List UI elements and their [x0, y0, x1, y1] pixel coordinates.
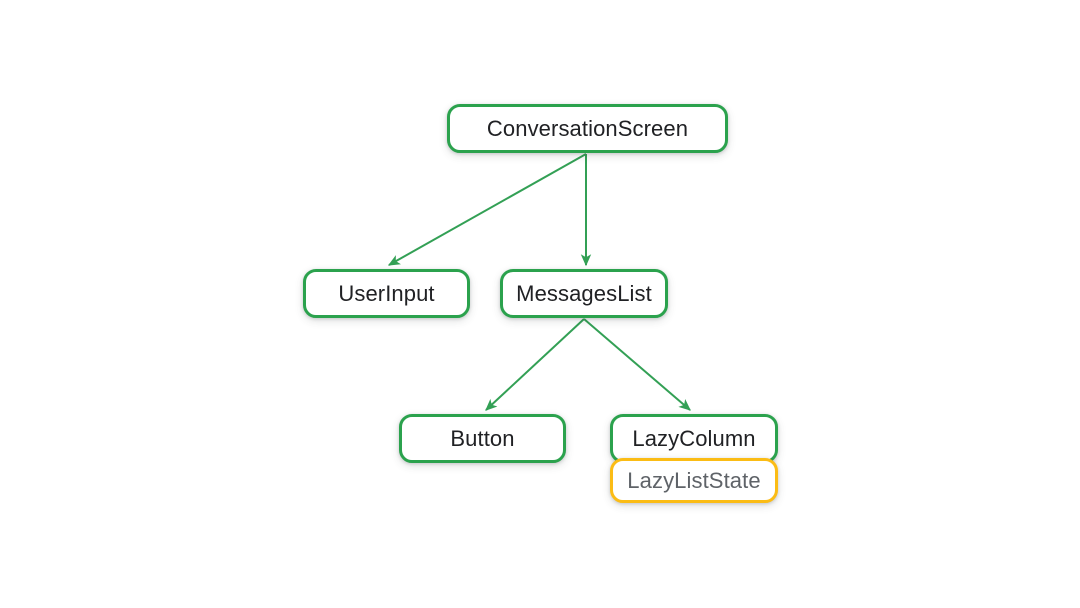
node-label-lazy-column: LazyColumn	[632, 425, 756, 451]
node-label-messages-list: MessagesList	[516, 280, 652, 306]
node-conversation-screen[interactable]: ConversationScreen	[447, 104, 728, 153]
edge-messageslist-to-button	[485, 318, 585, 411]
node-lazy-column[interactable]: LazyColumn	[610, 414, 778, 463]
node-label-conversation-screen: ConversationScreen	[486, 115, 689, 141]
edge-messageslist-to-lazycolumn	[583, 318, 691, 411]
node-label-button: Button	[450, 425, 515, 451]
node-button[interactable]: Button	[399, 414, 566, 463]
node-user-input[interactable]: UserInput	[303, 269, 470, 318]
node-label-user-input: UserInput	[338, 280, 435, 306]
node-lazy-list-state[interactable]: LazyListState	[610, 458, 778, 503]
node-label-lazy-list-state: LazyListState	[627, 467, 761, 493]
edge-conversation-to-userinput	[387, 153, 587, 266]
node-messages-list[interactable]: MessagesList	[500, 269, 668, 318]
